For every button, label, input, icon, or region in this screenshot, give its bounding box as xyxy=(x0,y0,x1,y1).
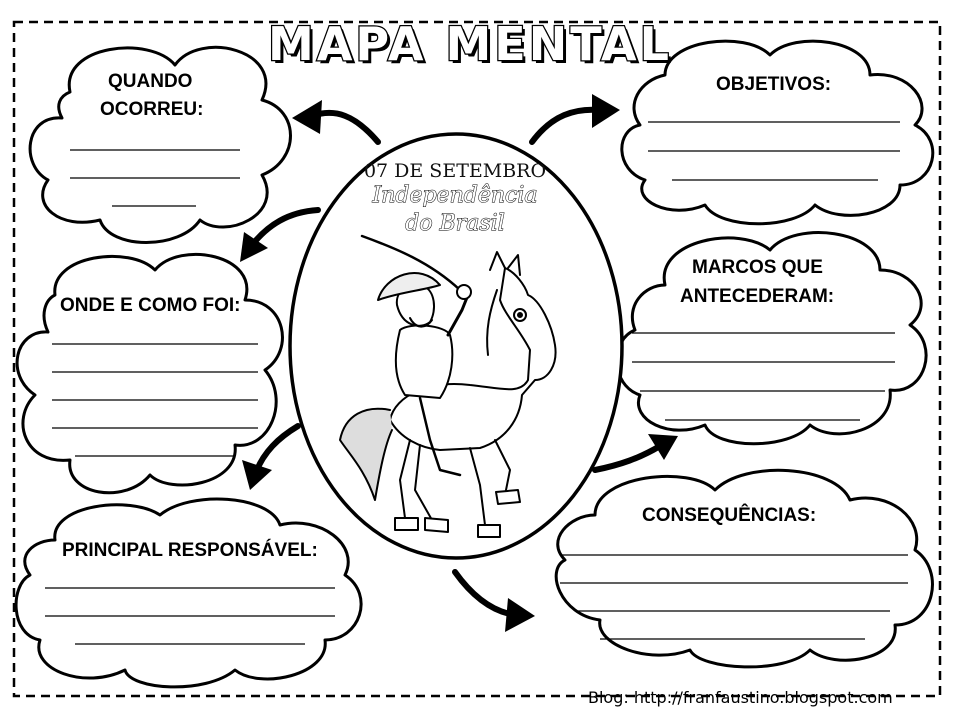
answer-lines-onde xyxy=(52,343,258,457)
consequencias-label: CONSEQUÊNCIAS: xyxy=(642,505,817,526)
arrowhead-onde xyxy=(240,232,268,262)
objetivos-label: OBJETIVOS: xyxy=(716,74,832,95)
arrow-to-marcos xyxy=(592,443,663,473)
answer-lines-quando xyxy=(70,149,240,207)
page-title: MAPA MENTAL xyxy=(267,16,672,73)
arrow-to-onde xyxy=(249,207,321,248)
center-subtitle-line1: Independência xyxy=(372,183,538,209)
arrow-to-objetivos xyxy=(529,106,603,145)
cloud-quando-ocorreu xyxy=(28,45,292,244)
cloud-onde-como-foi xyxy=(15,253,284,495)
arrowhead-principal xyxy=(242,460,272,490)
arrowhead-consequencias xyxy=(505,598,535,632)
cloud-principal-responsavel xyxy=(14,497,363,689)
marcos-label-line1: MARCOS QUE xyxy=(692,257,823,278)
answer-lines-consequencias xyxy=(560,554,908,640)
arrow-to-quando xyxy=(309,109,381,145)
arrowhead-marcos xyxy=(648,434,678,460)
arrow-to-consequencias xyxy=(452,569,518,618)
blog-footer: Blog: http://franfaustino.blogspot.com xyxy=(588,688,893,707)
dashed-border xyxy=(12,20,942,698)
arrowhead-quando xyxy=(292,100,322,134)
quando-label-line2: OCORREU: xyxy=(100,99,204,120)
center-date: 07 DE SETEMBRO xyxy=(363,160,547,182)
answer-lines-marcos xyxy=(632,332,895,421)
answer-lines-objetivos xyxy=(648,121,900,181)
marcos-label-line2: ANTECEDERAM: xyxy=(680,286,835,307)
center-subtitle-line2: do Brasil xyxy=(405,211,505,237)
dom-pedro-horse-illustration xyxy=(339,234,557,538)
cloud-objetivos xyxy=(620,39,935,226)
principal-label: PRINCIPAL RESPONSÁVEL: xyxy=(62,540,318,561)
answer-lines-principal xyxy=(45,587,335,645)
quando-label-line1: QUANDO xyxy=(108,71,193,92)
arrowhead-objetivos xyxy=(592,94,620,128)
onde-label: ONDE E COMO FOI: xyxy=(60,295,241,316)
cloud-consequencias xyxy=(554,468,934,669)
